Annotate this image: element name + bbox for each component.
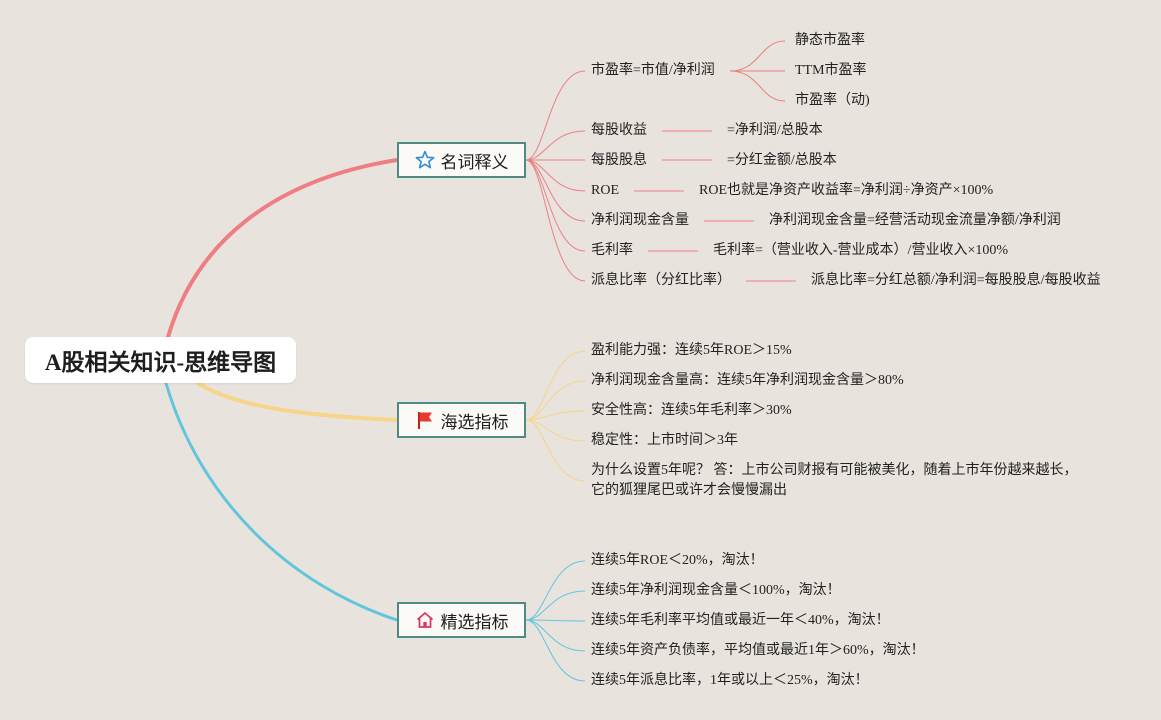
flag-icon — [415, 410, 435, 430]
term-cash-content[interactable]: 净利润现金含量 — [591, 213, 689, 228]
branch-2-connectors — [525, 350, 586, 482]
main-curve-2 — [194, 380, 399, 422]
screen-item-3[interactable]: 安全性高：连续5年毛利率＞30% — [591, 403, 792, 418]
root-title: A股相关知识-思维导图 — [44, 350, 277, 375]
main-curve-1 — [166, 158, 399, 339]
term-payout-def[interactable]: 派息比率=分红总额/净利润=每股股息/每股收益 — [811, 273, 1101, 288]
term-eps[interactable]: 每股收益 — [591, 123, 647, 138]
select-item-1[interactable]: 连续5年ROE＜20%，淘汰！ — [591, 553, 764, 568]
branch-node-screening[interactable]: 海选指标 — [397, 402, 526, 438]
screen-item-5[interactable]: 为什么设置5年呢？ 答：上市公司财报有可能被美化，随着上市年份越来越长， 它的狐… — [591, 461, 1078, 501]
term-pe-ttm[interactable]: TTM市盈率 — [795, 63, 867, 78]
term-pe-static[interactable]: 静态市盈率 — [795, 33, 865, 48]
screen-item-5-line-2: 它的狐狸尾巴或许才会慢慢漏出 — [591, 483, 787, 498]
term-roe-def[interactable]: ROE也就是净资产收益率=净利润÷净资产×100% — [699, 183, 994, 198]
branch-1-connectors — [525, 40, 796, 282]
branch-label: 名词释义 — [440, 152, 509, 173]
term-pe-dynamic[interactable]: 市盈率（动) — [795, 93, 870, 108]
branch-label: 海选指标 — [440, 412, 509, 433]
select-item-4[interactable]: 连续5年资产负债率，平均值或最近1年＞60%，淘汰！ — [591, 643, 925, 658]
term-dps-def[interactable]: =分红金额/总股本 — [727, 153, 837, 168]
term-payout[interactable]: 派息比率（分红比率） — [591, 273, 731, 288]
main-curve-3 — [164, 381, 399, 622]
term-gross-margin[interactable]: 毛利率 — [591, 243, 633, 258]
star-icon — [415, 150, 435, 170]
root-node[interactable]: A股相关知识-思维导图 — [25, 337, 296, 383]
screen-item-2[interactable]: 净利润现金含量高：连续5年净利润现金含量＞80% — [591, 373, 904, 388]
screen-item-1[interactable]: 盈利能力强：连续5年ROE＞15% — [591, 343, 792, 358]
term-dps[interactable]: 每股股息 — [591, 153, 647, 168]
term-gross-margin-def[interactable]: 毛利率=（营业收入-营业成本）/营业收入×100% — [713, 243, 1009, 258]
select-item-2[interactable]: 连续5年净利润现金含量＜100%，淘汰！ — [591, 583, 841, 598]
branch-node-terms[interactable]: 名词释义 — [397, 142, 526, 178]
branch-label: 精选指标 — [440, 612, 509, 633]
home-icon — [415, 610, 435, 630]
screen-item-5-line-1: 为什么设置5年呢？ 答：上市公司财报有可能被美化，随着上市年份越来越长， — [591, 463, 1078, 478]
term-eps-def[interactable]: =净利润/总股本 — [727, 123, 823, 138]
select-item-3[interactable]: 连续5年毛利率平均值或最近一年＜40%，淘汰！ — [591, 613, 890, 628]
term-cash-content-def[interactable]: 净利润现金含量=经营活动现金流量净额/净利润 — [769, 213, 1061, 228]
term-pe[interactable]: 市盈率=市值/净利润 — [591, 63, 715, 78]
term-roe[interactable]: ROE — [591, 183, 619, 198]
branch-node-selection[interactable]: 精选指标 — [397, 602, 526, 638]
select-item-5[interactable]: 连续5年派息比率，1年或以上＜25%，淘汰！ — [591, 673, 869, 688]
branch-3-connectors — [525, 560, 586, 682]
screen-item-4[interactable]: 稳定性：上市时间＞3年 — [591, 433, 738, 448]
